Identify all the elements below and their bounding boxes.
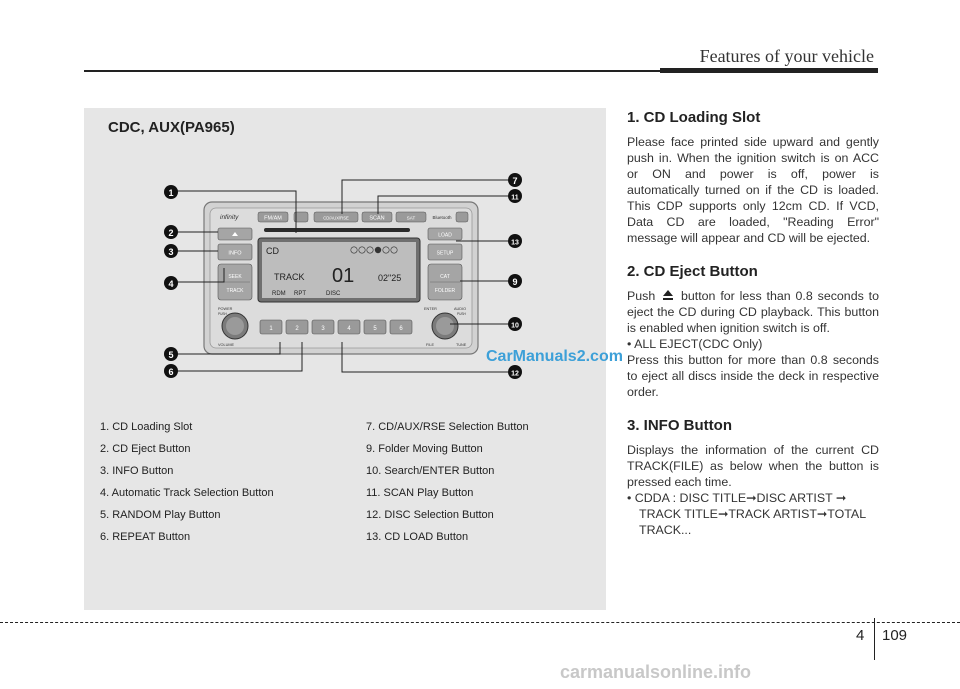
callout-2: 2	[168, 228, 173, 238]
callout-3: 3	[168, 247, 173, 257]
load-label: LOAD	[438, 233, 452, 239]
eject-icon	[663, 290, 674, 300]
power-label: POWER	[218, 307, 233, 311]
legend-item: 3. INFO Button	[100, 465, 174, 477]
audio-push-label: PUSH	[457, 312, 467, 316]
cat-label: CAT	[440, 274, 450, 280]
track-label: TRACK	[227, 288, 245, 294]
legend-item: 9. Folder Moving Button	[366, 443, 483, 455]
footer-rule	[0, 622, 960, 623]
preset-3: 3	[321, 326, 325, 332]
display-time: 02"25	[378, 273, 401, 283]
cd-loading-slot	[264, 228, 410, 232]
figure-panel: CDC, AUX(PA965) infinity FM/AM CD/AUX/RS…	[84, 108, 606, 610]
legend-item: 10. Search/ENTER Button	[366, 465, 495, 477]
footer-watermark[interactable]: carmanualsonline.info	[560, 662, 752, 682]
text-column: 1. CD Loading Slot Please face printed s…	[627, 110, 879, 538]
setup-label: SETUP	[437, 251, 454, 257]
section-bullet-cdda: • CDDA : DISC TITLE➞DISC ARTIST ➞ TRACK …	[627, 491, 866, 537]
scan-label: SCAN	[369, 216, 384, 222]
callout-5: 5	[168, 350, 173, 360]
callout-11: 11	[511, 195, 519, 202]
legend-item: 6. REPEAT Button	[100, 531, 191, 543]
volume-label: VOLUME	[218, 343, 235, 347]
audio-label: AUDIO	[454, 307, 466, 311]
bluetooth-label: Bluetooth	[432, 215, 452, 220]
callout-4: 4	[168, 279, 173, 289]
folder-label: FOLDER	[435, 288, 456, 294]
audio-unit-illustration: infinity FM/AM CD/AUX/RSE SCAN SAT Bluet…	[203, 201, 479, 355]
legend-item: 5. RANDOM Play Button	[100, 509, 221, 521]
display-track-number: 01	[332, 265, 354, 287]
power-push-label: PUSH	[218, 312, 228, 316]
info-button	[217, 243, 253, 261]
callout-markers: 1 2 3 4 5 6 7 9 10 11 12 13	[164, 173, 522, 379]
cd-aux-rse-label: CD/AUX/RSE	[323, 216, 349, 221]
figure-title: CDC, AUX(PA965)	[108, 119, 235, 136]
page-number: 109	[882, 627, 908, 644]
preset-1: 1	[269, 326, 273, 332]
preset-5: 5	[373, 326, 377, 332]
load-button	[427, 227, 463, 241]
display-disc: DISC	[326, 291, 341, 297]
info-label: INFO	[228, 251, 242, 257]
preset-2: 2	[295, 326, 299, 332]
section-body-all-eject: Press this button for more than 0.8 seco…	[627, 353, 879, 399]
header-rule	[84, 70, 878, 72]
seek-label: SEEK	[228, 274, 242, 280]
callout-1: 1	[168, 188, 173, 198]
file-label: FILE	[426, 343, 434, 347]
preset-buttons: 1 2 3 4 5 6	[259, 319, 413, 335]
section-title-cd-eject: 2. CD Eject Button	[627, 263, 758, 280]
section-title-cd-loading-slot: 1. CD Loading Slot	[627, 109, 761, 126]
section-bullet-all-eject: • ALL EJECT(CDC Only)	[627, 337, 763, 351]
fm-am-label: FM/AM	[264, 216, 282, 222]
display-rpt: RPT	[294, 291, 306, 297]
section-title-info: 3. INFO Button	[627, 417, 732, 434]
section-body-cd-eject: Push button for less than 0.8 seconds to…	[627, 289, 879, 335]
callout-7: 7	[512, 176, 517, 186]
legend-item: 2. CD Eject Button	[100, 443, 191, 455]
preset-6: 6	[399, 326, 403, 332]
display-track-label: TRACK	[274, 272, 305, 282]
setup-button	[427, 243, 463, 261]
callout-12: 12	[511, 371, 519, 378]
callout-10: 10	[511, 323, 519, 330]
section-body-cd-loading-slot: Please face printed side upward and gent…	[627, 135, 879, 245]
legend-item: 1. CD Loading Slot	[100, 421, 193, 433]
display-rdm: RDM	[272, 291, 286, 297]
legend-right: 7. CD/AUX/RSE Selection Button 9. Folder…	[366, 416, 529, 548]
header-rule-accent	[660, 68, 878, 73]
footer-divider	[874, 618, 875, 660]
callout-overlay: 1 2 3 4 5 6 7 9 10 11 12 13	[164, 173, 522, 379]
display-mode: CD	[266, 246, 279, 256]
legend-item: 12. DISC Selection Button	[366, 509, 494, 521]
legend-item: 4. Automatic Track Selection Button	[100, 487, 274, 499]
preset-4: 4	[347, 326, 351, 332]
sat-label: SAT	[407, 216, 416, 221]
callout-13: 13	[511, 240, 519, 247]
legend-item: 11. SCAN Play Button	[366, 487, 474, 499]
site-watermark[interactable]: CarManuals2.com	[486, 348, 623, 365]
brand-logo: infinity	[220, 214, 239, 221]
callout-6: 6	[168, 367, 173, 377]
chapter-number: 4	[856, 627, 865, 644]
legend-item: 7. CD/AUX/RSE Selection Button	[366, 421, 529, 433]
page-section-title: Features of your vehicle	[699, 46, 874, 66]
legend-left: 1. CD Loading Slot 2. CD Eject Button 3.…	[100, 416, 274, 548]
enter-label: ENTER	[424, 307, 437, 311]
tune-label: TUNE	[456, 343, 467, 347]
section-body-info: Displays the information of the current …	[627, 443, 879, 489]
callout-9: 9	[512, 277, 517, 287]
legend-item: 13. CD LOAD Button	[366, 531, 469, 543]
disc-indicators	[350, 246, 398, 254]
